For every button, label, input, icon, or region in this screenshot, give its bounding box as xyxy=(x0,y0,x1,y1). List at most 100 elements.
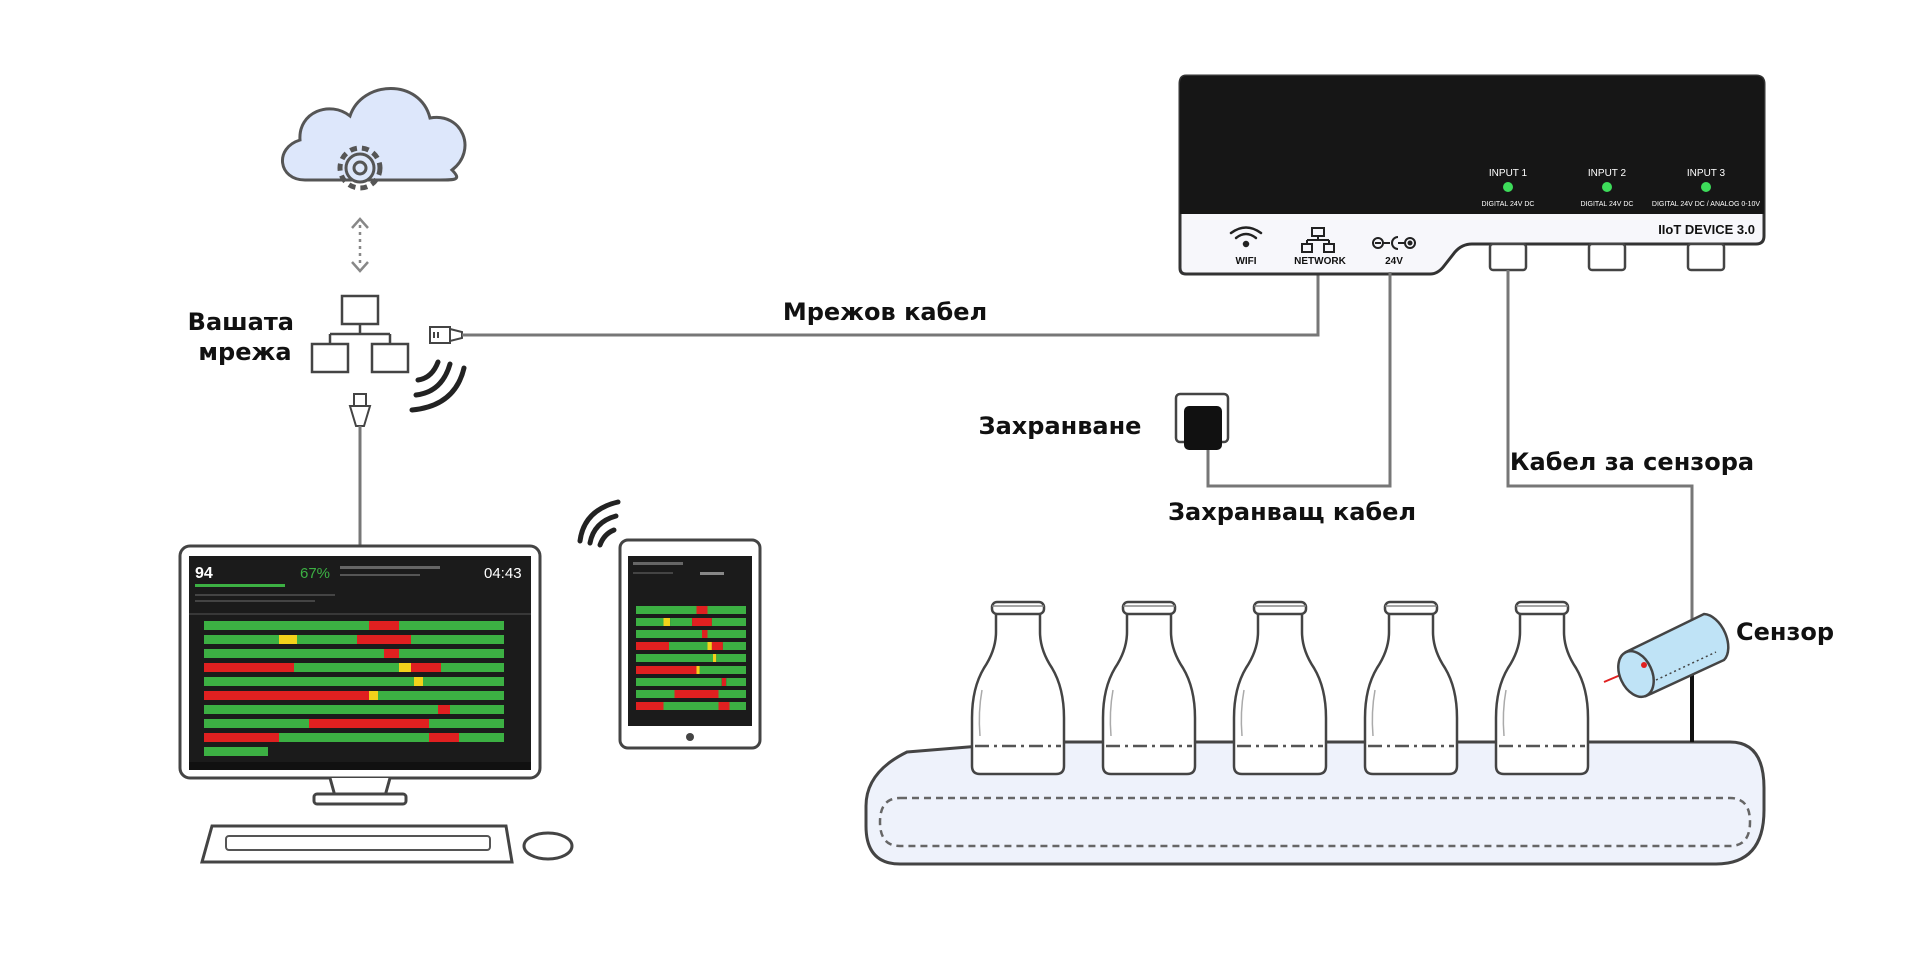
monitor-status-segment xyxy=(204,733,279,742)
tablet-status-segment xyxy=(716,654,746,662)
input-3-label: INPUT 3 xyxy=(1687,168,1726,179)
sensor-label: Сензор xyxy=(1736,618,1834,646)
monitor-status-segment xyxy=(309,719,429,728)
monitor-status-segment xyxy=(279,733,429,742)
usb-plug-icon xyxy=(348,393,372,427)
tablet-status-segment xyxy=(669,642,708,650)
monitor-status-segment xyxy=(294,663,399,672)
monitor-status-segment xyxy=(411,663,441,672)
port-24v-label: 24V xyxy=(1385,256,1403,267)
keyboard xyxy=(200,824,514,864)
tablet xyxy=(618,538,762,750)
monitor-status-segment xyxy=(204,747,268,756)
tablet-status-segment xyxy=(636,702,664,710)
tablet-status-segment xyxy=(636,618,664,626)
monitor-big-number: 94 xyxy=(195,565,213,582)
monitor-status-segment xyxy=(459,733,504,742)
tablet-status-segment xyxy=(670,618,693,626)
monitor-status-segment xyxy=(378,691,504,700)
input-3-led xyxy=(1701,182,1711,192)
tablet-status-segment xyxy=(636,642,669,650)
tablet-status-segment xyxy=(636,654,713,662)
input-2-label: INPUT 2 xyxy=(1588,168,1627,179)
sensor-cable xyxy=(1506,270,1694,622)
input-2-led xyxy=(1602,182,1612,192)
monitor-status-segment xyxy=(297,635,357,644)
monitor-status-segment xyxy=(450,705,504,714)
network-icon xyxy=(1301,227,1335,253)
tablet-status-segment xyxy=(636,666,697,674)
tablet-status-segment xyxy=(721,678,727,686)
tablet-status-segment xyxy=(722,642,746,650)
desktop-monitor: 94 67% 04:43 xyxy=(178,544,542,806)
sensor-icon xyxy=(1603,612,1730,699)
gear-icon xyxy=(337,145,383,191)
network-cable xyxy=(462,275,1320,337)
tablet-status-segment xyxy=(707,642,712,650)
monitor-clock: 04:43 xyxy=(484,565,522,582)
port-network-label: NETWORK xyxy=(1294,256,1346,267)
monitor-status-segment xyxy=(399,649,504,658)
monitor-status-segment xyxy=(204,663,294,672)
bottle xyxy=(1101,600,1197,776)
power-adapter-icon xyxy=(1174,392,1230,450)
wifi-waves-icon xyxy=(409,359,467,413)
tablet-status-segment xyxy=(711,642,723,650)
tablet-status-segment xyxy=(636,606,697,614)
monitor-status-segment xyxy=(204,635,279,644)
tablet-status-segment xyxy=(636,690,675,698)
tablet-status-segment xyxy=(707,606,746,614)
cloud-link-arrow xyxy=(351,217,369,273)
tablet-status-segment xyxy=(699,666,746,674)
monitor-status-segment xyxy=(369,691,378,700)
device-connectors xyxy=(1488,242,1726,272)
monitor-status-segment xyxy=(441,663,504,672)
monitor-status-segment xyxy=(411,635,504,644)
monitor-status-segment xyxy=(204,677,414,686)
monitor-status-segment xyxy=(384,649,399,658)
wifi-waves-tablet-icon xyxy=(577,499,621,548)
tablet-status-rows xyxy=(636,606,746,710)
monitor-status-segment xyxy=(414,677,423,686)
monitor-status-segment xyxy=(204,719,309,728)
input-1-type: DIGITAL 24V DC xyxy=(1482,201,1535,208)
monitor-status-segment xyxy=(423,677,504,686)
input-3-type: DIGITAL 24V DC / ANALOG 0-10V xyxy=(1652,201,1760,208)
wifi-icon xyxy=(1229,226,1263,248)
ethernet-plug-icon xyxy=(429,326,463,344)
monitor-status-segment xyxy=(279,635,297,644)
network-cable-label: Мрежов кабел xyxy=(783,298,987,326)
tablet-status-segment xyxy=(636,630,702,638)
device-input-3: INPUT 3 DIGITAL 24V DC / ANALOG 0-10V xyxy=(1652,168,1760,208)
power-cable-label: Захранващ кабел xyxy=(1168,498,1416,526)
power-label: Захранване xyxy=(979,412,1142,440)
monitor-status-segment xyxy=(399,621,504,630)
monitor-percent: 67% xyxy=(300,565,330,582)
tablet-status-segment xyxy=(707,630,746,638)
tablet-status-segment xyxy=(718,690,746,698)
mouse xyxy=(522,831,574,861)
network-hierarchy-icon xyxy=(310,294,410,374)
device-name: IIoT DEVICE 3.0 xyxy=(1658,222,1755,237)
tablet-status-segment xyxy=(674,690,719,698)
monitor-status-segment xyxy=(204,705,438,714)
your-network-line-1: Вашата xyxy=(188,308,294,336)
tablet-status-segment xyxy=(702,630,708,638)
monitor-status-segment xyxy=(369,621,399,630)
monitor-status-segment xyxy=(204,621,369,630)
monitor-status-segment xyxy=(204,691,369,700)
cloud-icon xyxy=(281,87,467,182)
your-network-line-2: мрежа xyxy=(198,338,291,366)
monitor-status-segment xyxy=(204,649,384,658)
tablet-status-segment xyxy=(696,606,708,614)
tablet-status-segment xyxy=(726,678,746,686)
bottle xyxy=(1363,600,1459,776)
sensor-cable-label: Кабел за сензора xyxy=(1510,448,1754,476)
port-wifi-label: WIFI xyxy=(1235,256,1256,267)
tablet-status-segment xyxy=(692,618,712,626)
monitor-status-segment xyxy=(438,705,450,714)
dc-power-icon xyxy=(1372,236,1416,250)
input-1-led xyxy=(1503,182,1513,192)
tablet-status-segment xyxy=(718,702,730,710)
